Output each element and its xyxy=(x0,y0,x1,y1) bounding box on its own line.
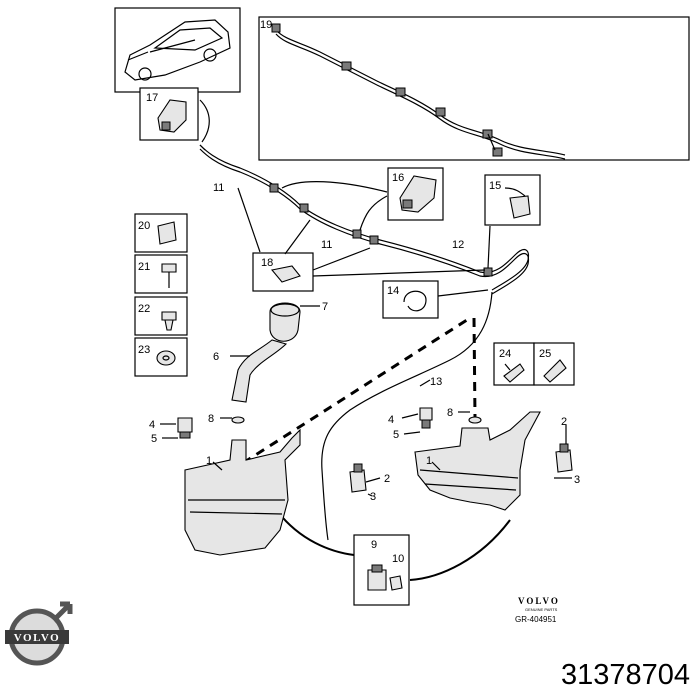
callout-25: 25 xyxy=(539,348,551,360)
callout-3b: 3 xyxy=(574,474,580,486)
callout-4a: 4 xyxy=(149,419,155,431)
box-9-10-pump xyxy=(353,534,410,606)
callout-2b: 2 xyxy=(561,416,567,428)
callout-14: 14 xyxy=(387,285,399,297)
callout-18: 18 xyxy=(261,257,273,269)
car-thumbnail xyxy=(114,7,241,93)
left-reservoir xyxy=(177,416,301,556)
callout-16: 16 xyxy=(392,172,404,184)
brand-subtitle: GENUINE PARTS xyxy=(525,607,558,612)
box-24 xyxy=(493,342,535,386)
box-20 xyxy=(134,213,188,253)
pump-left xyxy=(349,463,367,493)
callout-9: 9 xyxy=(371,539,377,551)
callout-12: 12 xyxy=(452,239,464,251)
callout-8b: 8 xyxy=(447,407,453,419)
callout-15: 15 xyxy=(489,180,501,192)
callout-6: 6 xyxy=(213,351,219,363)
diagram-code: GR-404951 xyxy=(515,615,557,624)
filler-neck xyxy=(231,302,301,403)
pump-connections xyxy=(277,511,511,581)
box-25 xyxy=(533,342,575,386)
callout-13: 13 xyxy=(430,376,442,388)
callout-21: 21 xyxy=(138,261,150,273)
callout-5b: 5 xyxy=(393,429,399,441)
callout-1b: 1 xyxy=(426,455,432,467)
callout-17: 17 xyxy=(146,92,158,104)
brand-name: VOLVO xyxy=(518,596,560,606)
callout-4b: 4 xyxy=(388,414,394,426)
callout-24: 24 xyxy=(499,348,511,360)
callout-10: 10 xyxy=(392,553,404,565)
part-number: 31378704 xyxy=(560,659,690,691)
box-15-connector xyxy=(484,174,541,226)
callout-20: 20 xyxy=(138,220,150,232)
genuine-parts-mark: VOLVO GENUINE PARTS GR-404951 xyxy=(515,596,560,624)
volvo-logo: VOLVO xyxy=(5,601,73,666)
callout-2a: 2 xyxy=(384,473,390,485)
box-18-clip xyxy=(252,252,314,292)
callout-23: 23 xyxy=(138,344,150,356)
callout-11a: 11 xyxy=(213,182,224,194)
box-21 xyxy=(134,254,188,294)
hose-assembly-box-19 xyxy=(258,16,690,161)
dashed-leaders xyxy=(242,316,477,465)
box-14-clamp xyxy=(382,280,439,319)
callout-22: 22 xyxy=(138,303,150,315)
box-17-nozzle xyxy=(139,87,199,141)
main-hose xyxy=(199,144,530,295)
box-22 xyxy=(134,296,188,336)
callout-8a: 8 xyxy=(208,413,214,425)
callout-11b: 11 xyxy=(321,239,332,251)
callout-5a: 5 xyxy=(151,433,157,445)
hose-13 xyxy=(321,291,493,541)
callout-7: 7 xyxy=(322,301,328,313)
box-23 xyxy=(134,337,188,377)
callout-leaders xyxy=(160,305,572,497)
callout-arrows xyxy=(199,99,491,297)
box-16-nozzle xyxy=(387,167,444,221)
callout-3a: 3 xyxy=(370,491,376,503)
logo-text: VOLVO xyxy=(14,632,60,644)
callout-19: 19 xyxy=(260,19,272,31)
callout-1a: 1 xyxy=(206,455,212,467)
right-reservoir xyxy=(414,407,541,511)
pump-right xyxy=(555,443,573,473)
